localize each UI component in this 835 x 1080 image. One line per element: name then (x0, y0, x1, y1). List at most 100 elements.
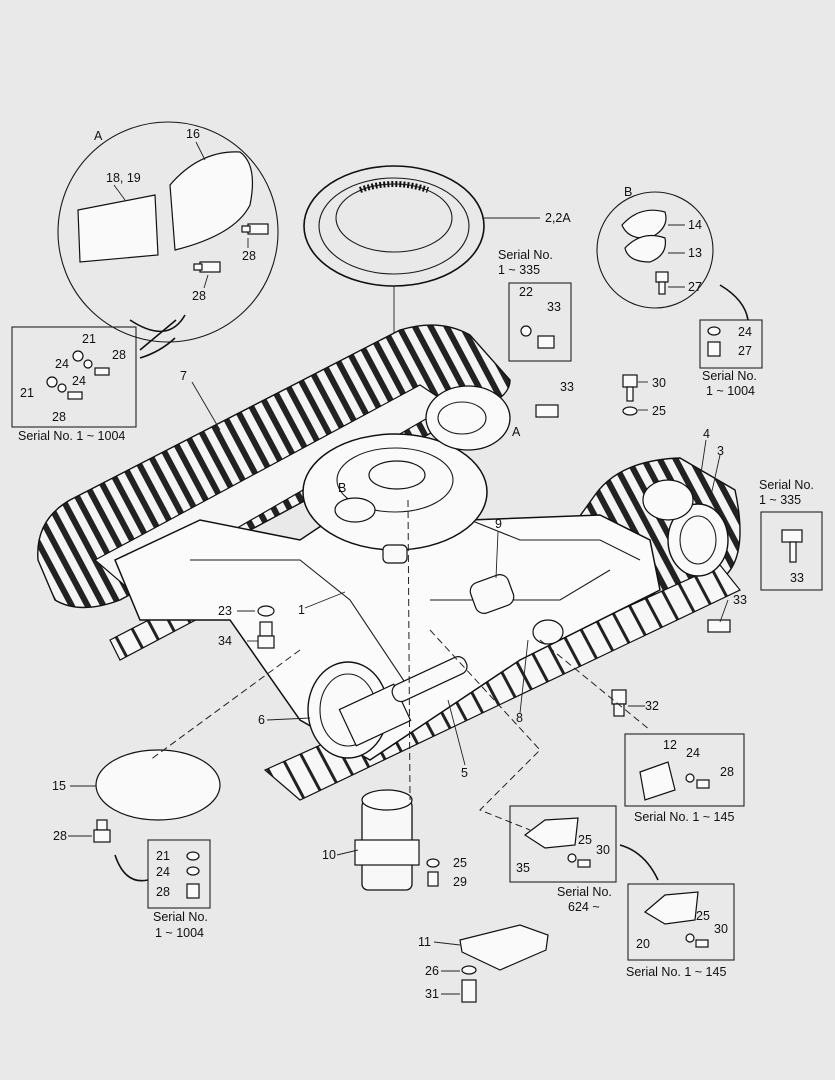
callout-9: 9 (495, 517, 502, 531)
callout-28-f: 28 (53, 829, 67, 843)
callout-35: 35 (516, 861, 530, 875)
center-joint-part-10 (354, 789, 420, 891)
box-24-27 (699, 319, 763, 369)
callout-30-c: 30 (714, 922, 728, 936)
callout-24-b: 24 (72, 374, 86, 388)
detail-a-group (57, 121, 279, 351)
callout-7: 7 (180, 369, 187, 383)
callout-24-d: 24 (686, 746, 700, 760)
box-21-24-28-lower-parts (186, 851, 200, 899)
serial-note-1-1004-left: Serial No. 1 ~ 1004 (18, 429, 125, 443)
box-22-33-parts (520, 325, 555, 349)
callout-28-a: 28 (242, 249, 256, 263)
adjuster-part-8 (532, 619, 564, 645)
serial-note-1-1004-bottom-range: 1 ~ 1004 (155, 926, 204, 940)
callout-28-d: 28 (52, 410, 66, 424)
serial-note-1-1004-right: Serial No. (702, 369, 757, 383)
callout-22: 22 (519, 285, 533, 299)
serial-note-1-335-top: Serial No. (498, 248, 553, 262)
serial-note-624: Serial No. (557, 885, 612, 899)
callout-1: 1 (298, 603, 305, 617)
serial-note-1-145-bottom: Serial No. 1 ~ 145 (626, 965, 726, 979)
box-21-24-28 (11, 326, 137, 428)
detail-a-pointer-arc (129, 314, 186, 333)
callout-16: 16 (186, 127, 200, 141)
box-33-right (760, 511, 823, 591)
callout-28-b: 28 (192, 289, 206, 303)
callout-25-b: 25 (453, 856, 467, 870)
callout-26: 26 (425, 964, 439, 978)
hydraulic-motor-part-9 (469, 574, 515, 614)
callout-24-a: 24 (55, 357, 69, 371)
box-25-30-35-parts (523, 817, 591, 868)
bolt-28-lower (93, 819, 111, 843)
box-21-24-28-lower (147, 839, 211, 909)
detail-a-circle (57, 121, 279, 343)
callout-b: B (624, 185, 632, 199)
callout-29: 29 (453, 875, 467, 889)
box-25-30-35 (509, 805, 617, 883)
bolt-28-a (241, 223, 269, 235)
callout-32: 32 (645, 699, 659, 713)
callout-33-b: 33 (560, 380, 574, 394)
bolt-27-a (655, 271, 669, 295)
detail-b-group (596, 191, 749, 321)
box-12-24-28 (624, 733, 745, 807)
callout-20: 20 (636, 937, 650, 951)
callout-a: A (94, 129, 103, 143)
callout-b-main: B (338, 481, 346, 495)
serial-note-624-range: 624 ~ (568, 900, 600, 914)
track-frame-part-1 (114, 514, 661, 761)
arrow-box-lower (114, 854, 149, 882)
callout-31: 31 (425, 987, 439, 1001)
washer-26-bolt-31 (461, 965, 477, 1003)
bolt-28-b (193, 261, 221, 273)
callout-14: 14 (688, 218, 702, 232)
callout-10: 10 (322, 848, 336, 862)
callout-25-d: 25 (696, 909, 710, 923)
callout-33-d: 33 (733, 593, 747, 607)
serial-note-1-1004-bottom: Serial No. (153, 910, 208, 924)
box-20-25-30-parts (643, 891, 709, 948)
bolt-33-right-loose (707, 619, 731, 633)
callout-11: 11 (418, 935, 431, 949)
box-24-27-parts (707, 326, 721, 357)
callout-21-a: 21 (82, 332, 96, 346)
callout-13: 13 (688, 246, 702, 260)
callout-4: 4 (703, 427, 710, 441)
callout-28-c: 28 (112, 348, 126, 362)
serial-note-1-335-right: Serial No. (759, 478, 814, 492)
box-22-33 (508, 282, 572, 362)
arrow-detail-a (139, 337, 176, 359)
washer-23-bolt-34 (257, 605, 275, 649)
drive-sprocket-part-3 (667, 503, 729, 577)
callout-12: 12 (663, 738, 677, 752)
box-12-24-28-parts (639, 761, 710, 801)
arrow-box-bracket (619, 844, 659, 881)
serial-note-1-335-right-range: 1 ~ 335 (759, 493, 801, 507)
leader-lines (68, 381, 729, 995)
callout-6: 6 (258, 713, 265, 727)
callout-21-b: 21 (20, 386, 34, 400)
swing-bearing-group (303, 165, 540, 440)
recoil-spring-part-5 (391, 656, 468, 703)
callout-24-e: 24 (156, 865, 170, 879)
bolt-30-washer-25 (622, 374, 638, 416)
callout-2-2a: 2,2A (545, 211, 571, 225)
box-33-right-parts (781, 529, 803, 563)
callout-labels: A 16 18, 19 28 28 2,2A B 14 13 27 21 28 … (20, 127, 804, 1001)
box-21-24-28-parts (46, 350, 110, 400)
callout-8: 8 (516, 711, 523, 725)
callout-28-g: 28 (156, 885, 170, 899)
callout-24-c: 24 (738, 325, 752, 339)
callout-33-c: 33 (790, 571, 804, 585)
plate-part-14 (621, 209, 667, 239)
box-20-25-30 (627, 883, 735, 961)
callout-30-b: 30 (596, 843, 610, 857)
callout-a-main: A (512, 425, 521, 439)
callout-15: 15 (52, 779, 66, 793)
bolt-32 (611, 689, 627, 717)
serial-note-1-335-top-range: 1 ~ 335 (498, 263, 540, 277)
bolt-33-center (535, 404, 559, 418)
